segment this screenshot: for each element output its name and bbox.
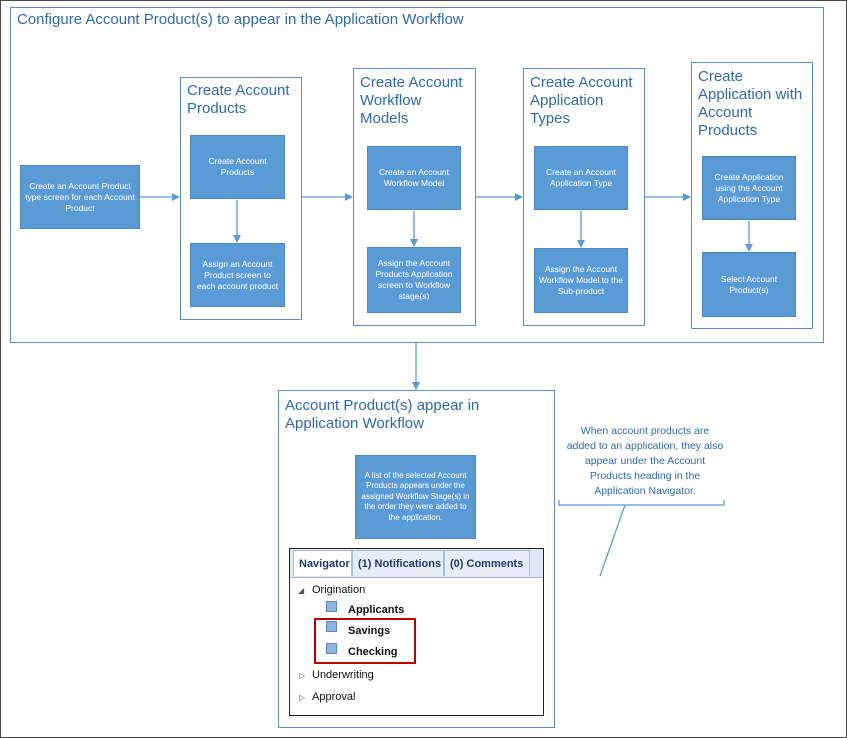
stage-2-title: Create Account Workflow Models xyxy=(360,74,463,127)
stage-2-step-1: Create an Account Workflow Model xyxy=(367,146,461,210)
stage-1-step-2: Assign an Account Product screen to each… xyxy=(190,243,285,307)
callout-bracket xyxy=(558,500,725,506)
checking-icon xyxy=(326,643,337,654)
stage-2-step-2: Assign the Account Products Application … xyxy=(367,247,461,313)
tree-origination[interactable]: Origination xyxy=(312,584,366,596)
stage-1-title: Create Account Products xyxy=(187,82,290,117)
tree-item-savings[interactable]: Savings xyxy=(348,625,391,637)
highlight-account-products xyxy=(314,618,416,664)
stage-1-step-1: Create Account Products xyxy=(190,135,285,199)
tree-item-applicants[interactable]: Applicants xyxy=(348,604,405,616)
callout-pointer xyxy=(599,504,626,577)
configure-title: Configure Account Product(s) to appear i… xyxy=(17,11,464,28)
collapsed-triangle-icon[interactable]: ▷ xyxy=(299,671,306,680)
stage-3-step-2: Assign the Account Workflow Model to the… xyxy=(534,248,628,313)
savings-icon xyxy=(326,621,337,632)
stage-4-step-2: Select Account Product(s) xyxy=(702,252,796,317)
tab-navigator[interactable]: Navigator xyxy=(293,550,352,576)
navigator-tab-bar: Navigator (1) Notifications (0) Comments xyxy=(290,549,543,578)
callout-note: When account products are added to an ap… xyxy=(566,425,724,497)
stage-4-step-1: Create Application using the Account App… xyxy=(702,156,796,220)
collapsed-triangle-icon[interactable]: ▷ xyxy=(299,693,306,702)
result-description: A list of the selected Account Products … xyxy=(355,455,476,539)
expanded-triangle-icon[interactable]: ◢ xyxy=(298,586,305,595)
applicants-icon xyxy=(326,601,337,612)
stage-3-step-1: Create an Account Application Type xyxy=(534,146,628,210)
result-title: Account Product(s) appear in Application… xyxy=(285,397,480,432)
source-step: Create an Account Product type screen fo… xyxy=(20,165,140,229)
stage-3-title: Create Account Application Types xyxy=(530,74,633,127)
stage-4-title: Create Application with Account Products xyxy=(698,68,803,139)
application-navigator: Navigator (1) Notifications (0) Comments… xyxy=(289,548,544,716)
tree-item-checking[interactable]: Checking xyxy=(348,646,398,658)
tree-approval[interactable]: Approval xyxy=(312,691,356,703)
tab-notifications[interactable]: (1) Notifications xyxy=(352,550,444,576)
tab-comments[interactable]: (0) Comments xyxy=(444,550,530,576)
tree-underwriting[interactable]: Underwriting xyxy=(312,669,374,681)
